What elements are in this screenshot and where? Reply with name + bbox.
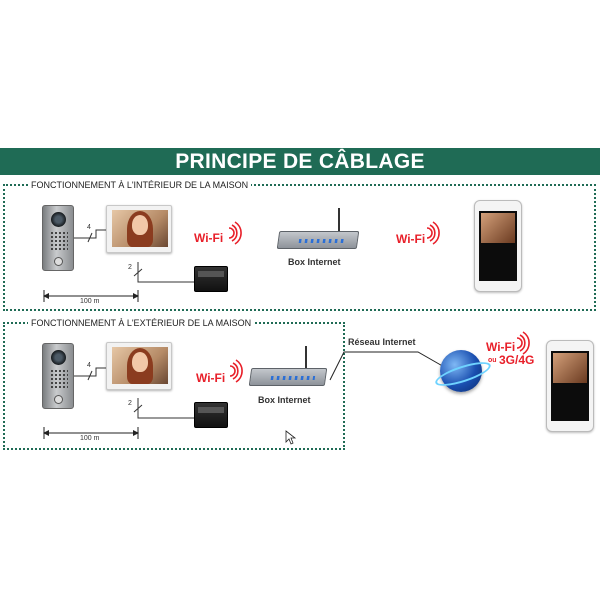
page-title: PRINCIPE DE CÂBLAGE [0, 148, 600, 175]
wire-count-bottom-1: 2 [128, 264, 132, 271]
wire-tick-2 [133, 268, 143, 277]
cursor-icon [285, 430, 297, 445]
wire-count-top-2: 4 [87, 362, 91, 369]
wire-tick-1 [87, 232, 93, 243]
wifi-label-left-1: Wi-Fi [194, 231, 224, 245]
wire-door-monitor-2 [74, 367, 106, 377]
wire-monitor-psu-2 [137, 398, 196, 419]
network-line [329, 351, 447, 381]
door-station-icon [42, 343, 74, 409]
smartphone-icon [546, 340, 594, 432]
wire-tick-3 [87, 370, 93, 381]
network-label: Réseau Internet [348, 337, 416, 347]
wifi-label-right-2: Wi-Fi [486, 340, 516, 354]
wifi-label-right-1: Wi-Fi [396, 232, 426, 246]
video-monitor-icon [106, 205, 172, 253]
router-label-2: Box Internet [258, 395, 311, 405]
wire-count-top-1: 4 [87, 224, 91, 231]
wifi-label-left-2: Wi-Fi [196, 371, 226, 385]
wifi-signal-icon [228, 221, 530, 383]
section-outdoor-title: FONCTIONNEMENT À L'EXTÉRIEUR DE LA MAISO… [28, 318, 255, 328]
power-supply-icon [194, 266, 228, 292]
router-label-1: Box Internet [288, 257, 341, 267]
router-icon [276, 231, 360, 249]
power-supply-icon [194, 402, 228, 428]
mobile-network-label: 3G/4G [499, 353, 535, 367]
smartphone-icon [474, 200, 522, 292]
wire-tick-4 [133, 404, 143, 413]
door-station-icon [42, 205, 74, 271]
distance-label-2: 100 m [80, 435, 100, 442]
wire-door-monitor-1 [74, 229, 106, 239]
router-icon [248, 368, 328, 386]
router-antenna [338, 208, 340, 234]
video-monitor-icon [106, 342, 172, 390]
wire-count-bottom-2: 2 [128, 400, 132, 407]
globe-icon [440, 350, 482, 392]
distance-label-1: 100 m [80, 298, 100, 305]
wifi-or-label: ou [488, 357, 497, 364]
router-antenna [305, 346, 307, 372]
wire-monitor-psu-1 [137, 262, 196, 283]
section-indoor-title: FONCTIONNEMENT À L'INTÉRIEUR DE LA MAISO… [28, 180, 252, 190]
section-indoor [3, 184, 596, 311]
